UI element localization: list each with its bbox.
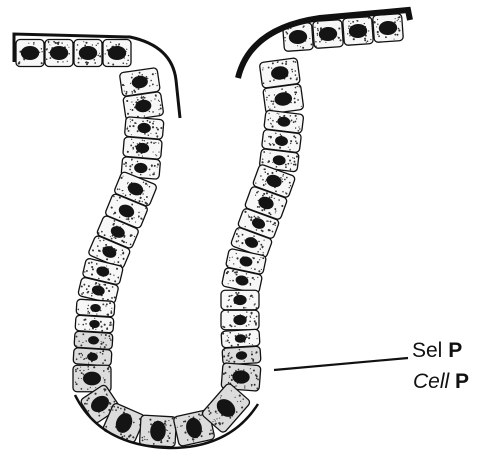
epithelial-cell bbox=[221, 329, 260, 348]
epithelial-cell bbox=[123, 137, 163, 160]
label-cell-text: Cell bbox=[413, 370, 449, 393]
epithelial-cell bbox=[221, 310, 259, 330]
label-sel-p: Sel P bbox=[412, 339, 462, 363]
epithelial-cell bbox=[73, 348, 112, 366]
epithelial-cell bbox=[139, 415, 176, 447]
epithelial-cell bbox=[124, 117, 164, 140]
epithelial-cell bbox=[45, 40, 73, 67]
epithelial-cell bbox=[373, 14, 404, 43]
label-cell-p: Cell P bbox=[413, 370, 469, 394]
epithelial-cell bbox=[343, 17, 374, 46]
cell-nucleus bbox=[83, 372, 101, 386]
epithelial-cell bbox=[222, 346, 261, 365]
epithelial-cell bbox=[74, 40, 102, 67]
epithelial-cell bbox=[313, 20, 344, 49]
cell-nucleus bbox=[50, 46, 68, 60]
epithelial-cell bbox=[76, 299, 115, 317]
cell-nucleus bbox=[108, 46, 126, 60]
epithelial-cell bbox=[221, 290, 259, 310]
cell-nucleus bbox=[21, 46, 39, 60]
label-sel-letter: P bbox=[448, 339, 462, 362]
epithelial-cell-layer bbox=[16, 14, 403, 447]
label-sel-text: Sel bbox=[412, 339, 442, 362]
pointer-line bbox=[274, 358, 408, 370]
cell-nucleus bbox=[79, 46, 97, 60]
epithelial-cell bbox=[74, 331, 113, 349]
epithelial-cell bbox=[259, 58, 300, 89]
epithelial-cell bbox=[16, 40, 44, 67]
cell-nucleus bbox=[233, 315, 246, 325]
epithelial-cell bbox=[123, 92, 164, 121]
epithelial-cell bbox=[103, 40, 131, 67]
epithelial-cell bbox=[75, 315, 114, 333]
cell-nucleus bbox=[233, 295, 246, 305]
label-cell-letter: P bbox=[455, 370, 469, 393]
epithelial-cell bbox=[263, 84, 304, 115]
